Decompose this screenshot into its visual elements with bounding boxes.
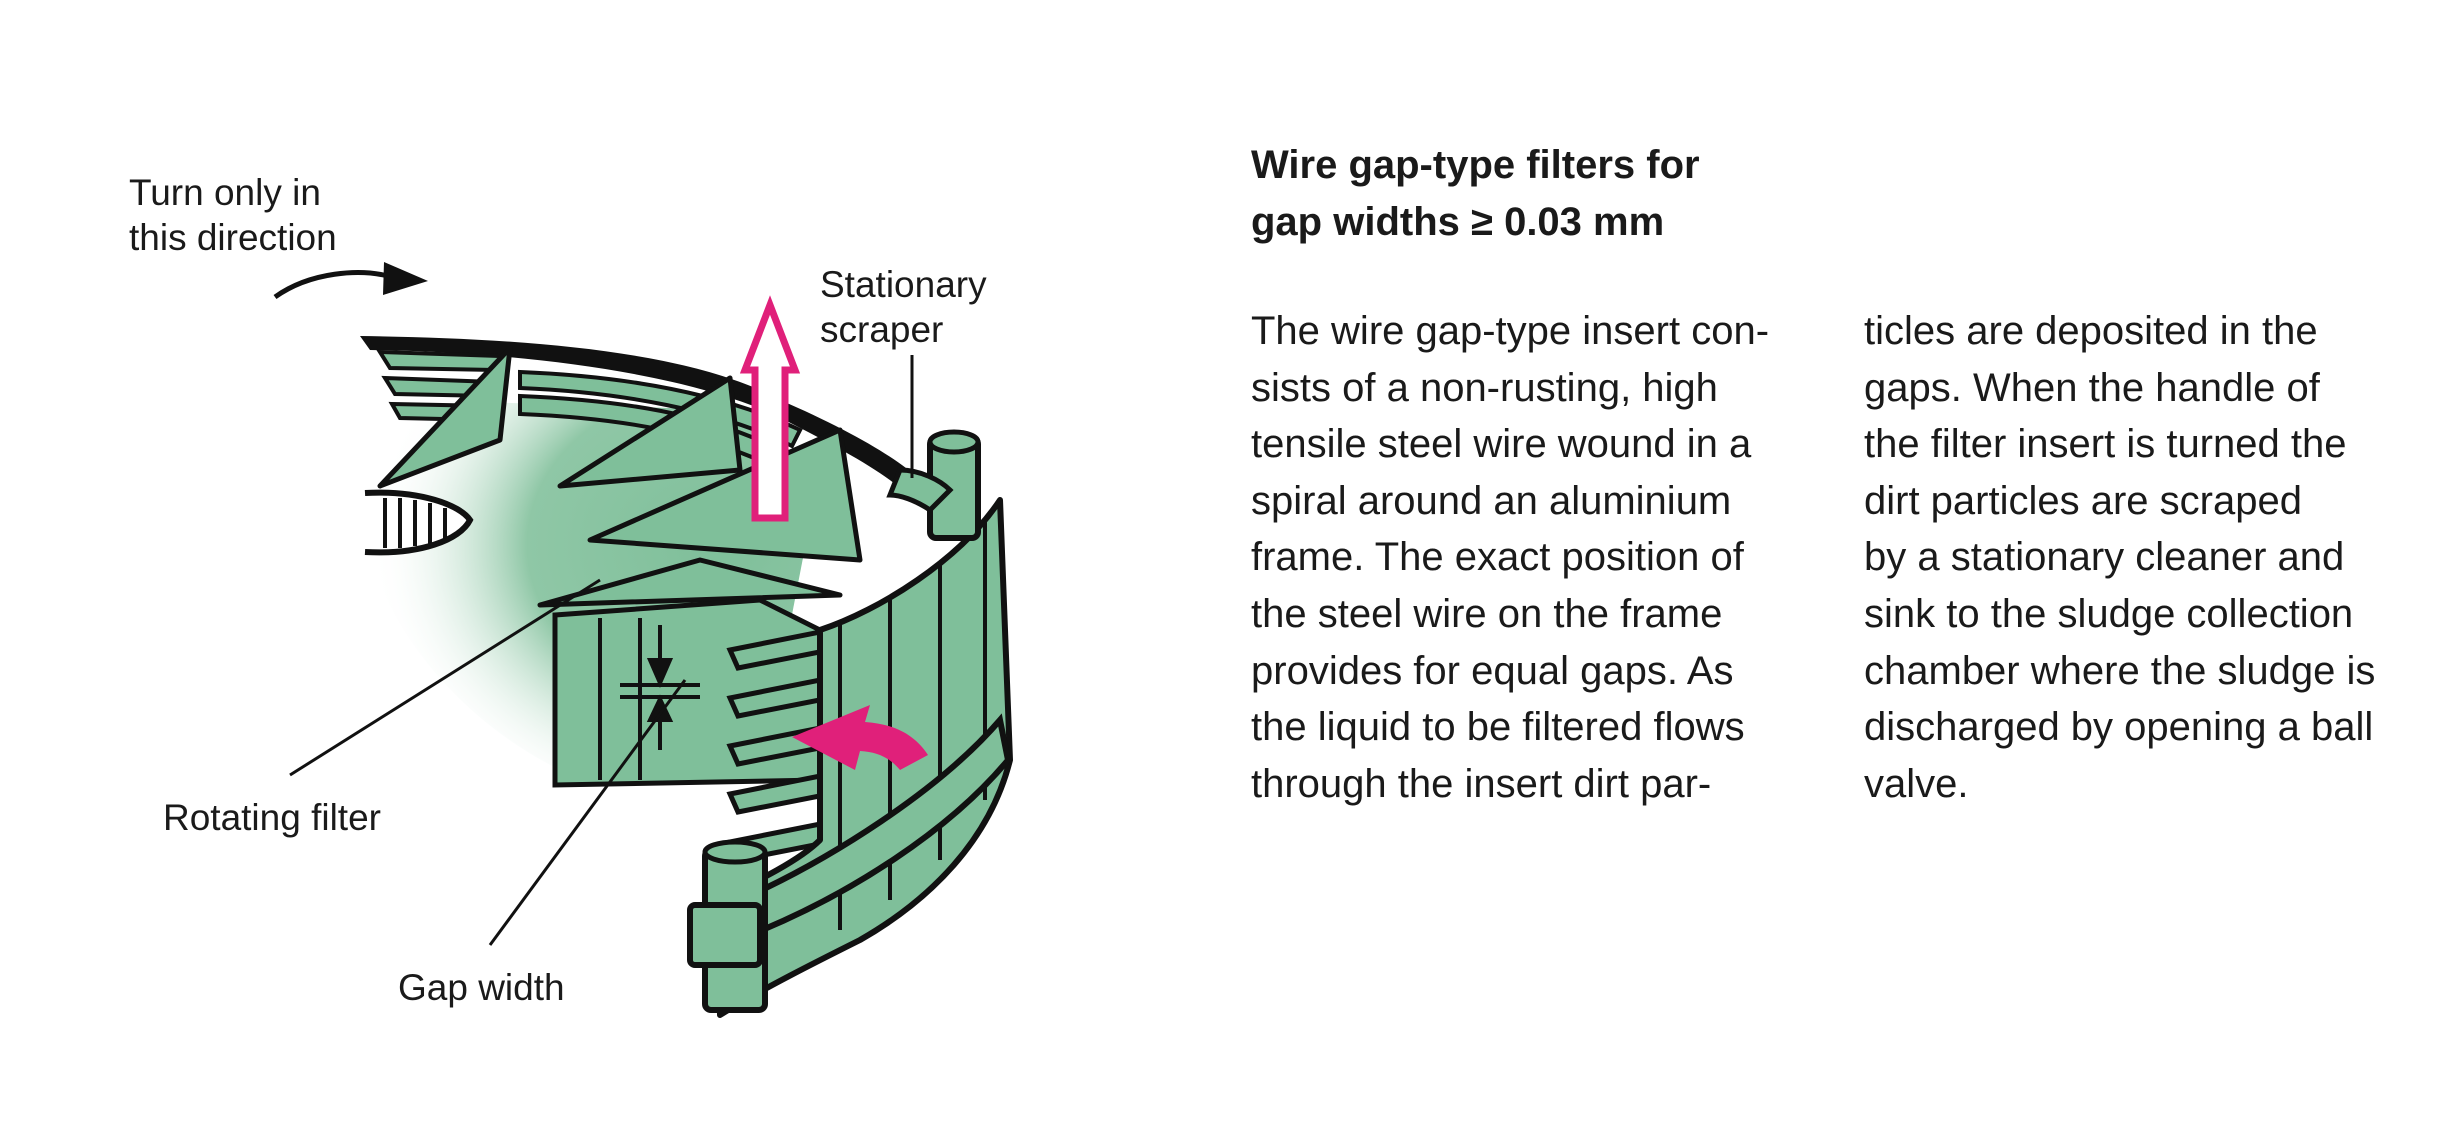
scraper-post xyxy=(886,429,981,541)
body-text-column-1: The wire gap-type insert con- sists of a… xyxy=(1251,309,1770,806)
filter-diagram: Turn only in this direction Stationary s… xyxy=(0,0,1180,1119)
body-text-column-2: ticles are deposited in the gaps. When t… xyxy=(1864,309,2376,806)
flow-arrow-icon xyxy=(792,705,928,770)
label-rotating-filter: Rotating filter xyxy=(163,797,381,838)
label-turn-direction: Turn only in this direction xyxy=(129,172,337,258)
up-arrow-icon xyxy=(739,295,801,522)
label-stationary-scraper: Stationary scraper xyxy=(820,264,987,350)
filter-teeth xyxy=(377,345,863,608)
rotation-arrow-icon xyxy=(273,262,428,300)
leader-lines xyxy=(289,355,914,946)
filter-band xyxy=(736,713,1012,940)
gap-width-indicator xyxy=(620,625,700,750)
label-gap-width: Gap width xyxy=(398,967,565,1008)
section-heading: Wire gap-type filters for gap widths ≥ 0… xyxy=(1251,143,1700,244)
filter-top-rim xyxy=(360,336,920,492)
filter-illustration xyxy=(273,262,1013,1018)
lower-post xyxy=(687,839,768,1013)
filter-side-opening xyxy=(364,489,474,556)
